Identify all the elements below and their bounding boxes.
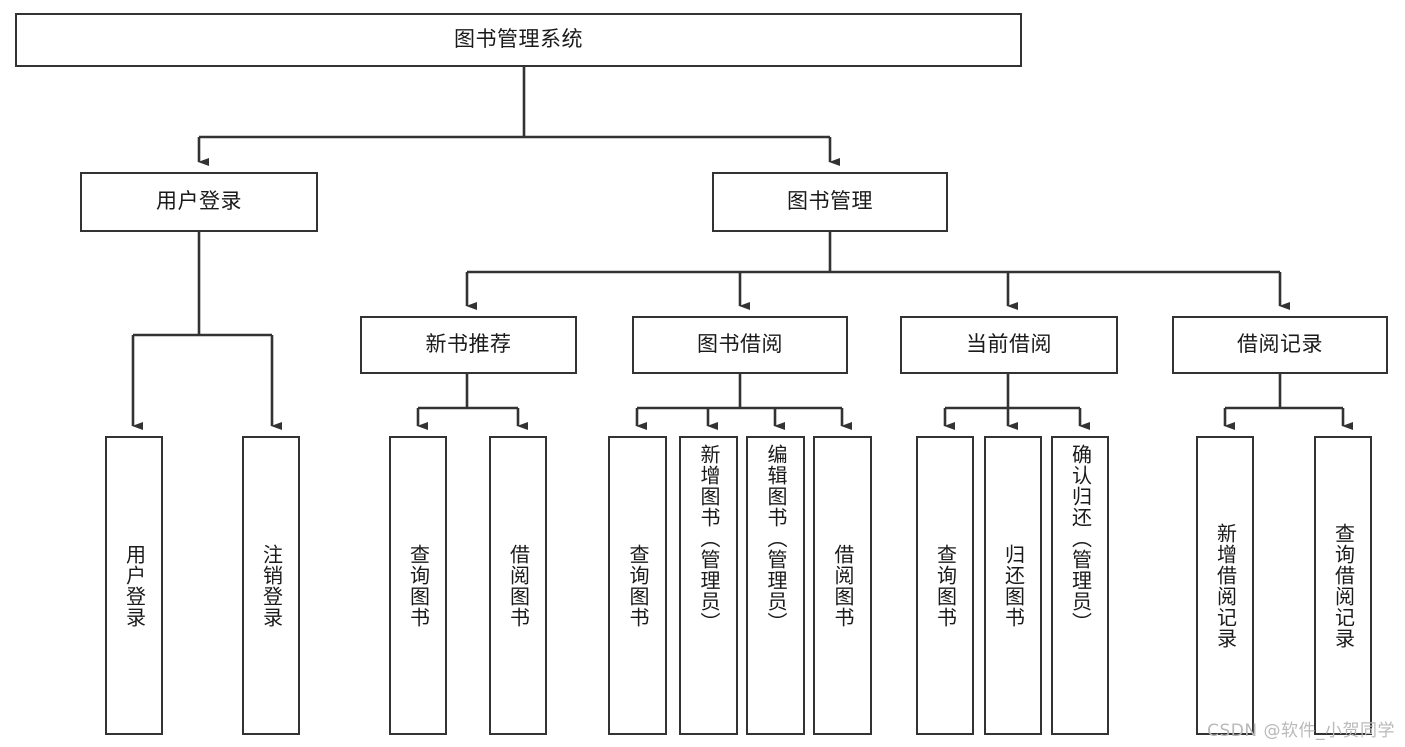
node-book-management[interactable]: 图书管理 [712,172,948,232]
leaf-label: 新增借阅记录 [1213,522,1238,649]
leaf-label: 编辑图书（管理员） [764,444,788,633]
leaf-query-book-current[interactable]: 查询图书 [916,436,974,735]
leaf-query-book-borrow[interactable]: 查询图书 [608,436,667,735]
watermark-text: CSDN @软件_小贺同学 [1207,721,1395,741]
leaf-label: 新增图书（管理员） [697,444,721,633]
leaf-borrow-book-recommend[interactable]: 借阅图书 [489,436,547,735]
node-label: 图书管理系统 [454,27,583,52]
node-label: 当前借阅 [966,332,1052,357]
leaf-edit-book-admin[interactable]: 编辑图书（管理员） [746,436,805,735]
leaf-label: 确认归还（管理员） [1068,444,1093,633]
node-label: 图书管理 [787,189,873,214]
leaf-return-book[interactable]: 归还图书 [984,436,1042,735]
leaf-user-logout[interactable]: 注销登录 [242,436,300,735]
node-label: 借阅记录 [1237,332,1323,357]
leaf-query-borrow-record[interactable]: 查询借阅记录 [1314,436,1372,735]
leaf-user-login[interactable]: 用户登录 [105,436,163,735]
node-label: 新书推荐 [425,332,512,357]
node-new-book-recommend[interactable]: 新书推荐 [360,316,577,374]
leaf-label: 查询图书 [626,543,650,628]
leaf-label: 查询图书 [406,543,431,628]
leaf-label: 查询借阅记录 [1331,522,1356,649]
leaf-confirm-return-admin[interactable]: 确认归还（管理员） [1051,436,1109,735]
leaf-borrow-book-borrow[interactable]: 借阅图书 [813,436,872,735]
node-root-book-management-system[interactable]: 图书管理系统 [15,13,1022,67]
leaf-add-book-admin[interactable]: 新增图书（管理员） [679,436,738,735]
node-book-borrow[interactable]: 图书借阅 [632,316,848,374]
node-label: 用户登录 [156,189,242,214]
leaf-label: 借阅图书 [831,543,855,628]
leaf-label: 注销登录 [259,543,284,628]
leaf-label: 查询图书 [933,543,958,628]
node-current-borrow[interactable]: 当前借阅 [900,316,1118,374]
leaf-label: 借阅图书 [506,543,531,628]
leaf-label: 归还图书 [1001,543,1026,628]
node-user-login[interactable]: 用户登录 [80,172,318,232]
leaf-label: 用户登录 [122,543,147,628]
leaf-add-borrow-record[interactable]: 新增借阅记录 [1196,436,1254,735]
node-borrow-record[interactable]: 借阅记录 [1172,316,1388,374]
node-label: 图书借阅 [697,332,783,357]
leaf-query-book-recommend[interactable]: 查询图书 [389,436,447,735]
